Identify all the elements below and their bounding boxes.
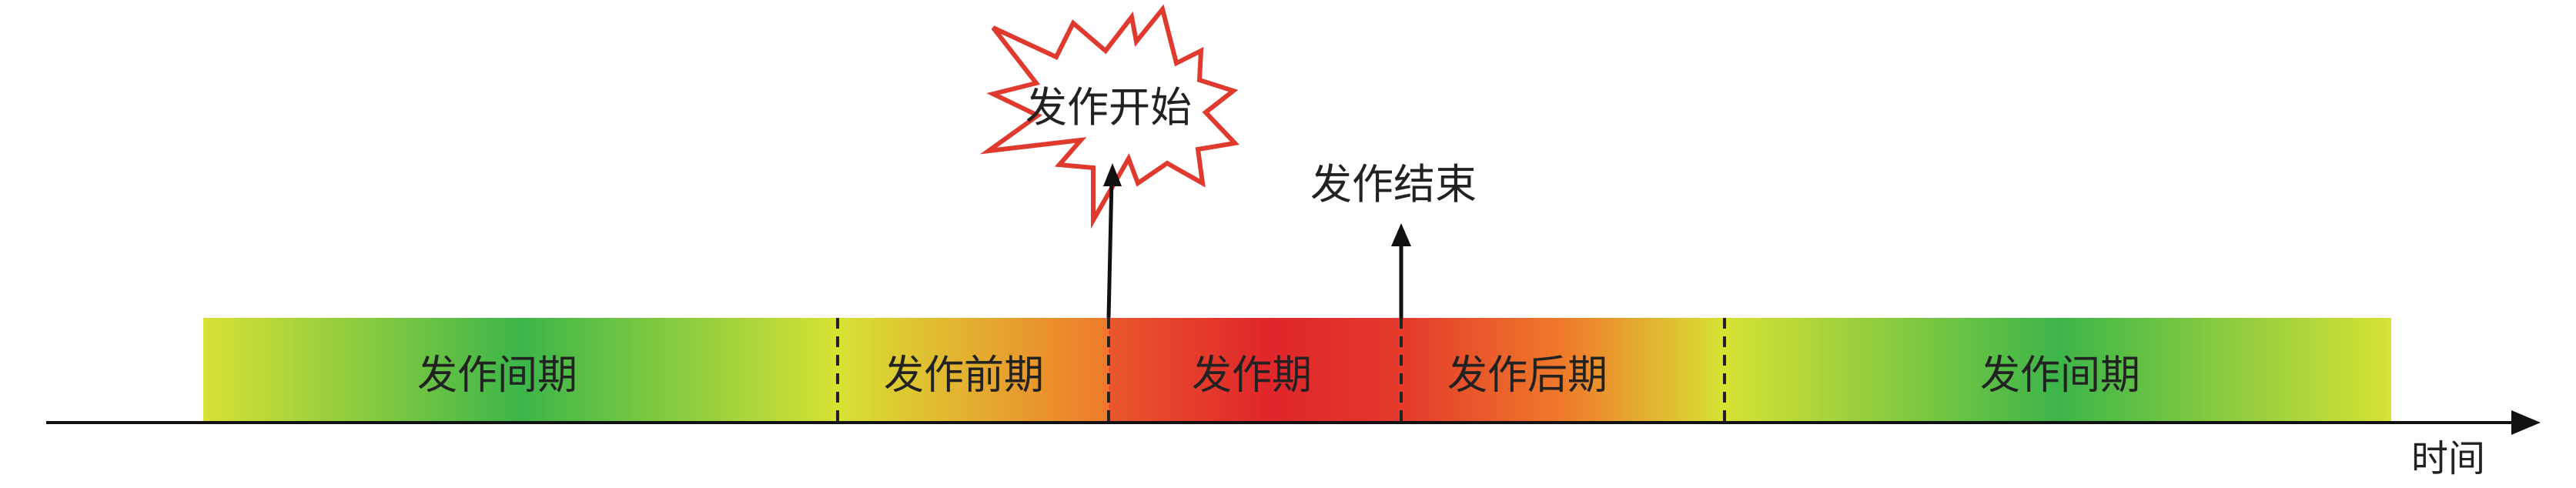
phase-label-ictal: 发作期 (1192, 353, 1312, 399)
onset-event-label: 发作开始 (1025, 83, 1192, 132)
end-event-label: 发作结束 (1310, 160, 1477, 209)
onset-arrow-head (1103, 163, 1122, 186)
phase-band-interictal-left (203, 318, 838, 423)
phase-label-postictal: 发作后期 (1447, 353, 1607, 399)
phase-label-preictal: 发作前期 (884, 353, 1044, 399)
time-axis-label: 时间 (2411, 437, 2485, 480)
onset-burst-icon (979, 4, 1240, 229)
end-arrow-head (1391, 223, 1411, 246)
phase-band-interictal-right (1725, 318, 2391, 423)
phase-band-preictal (838, 318, 1109, 423)
onset-arrow-shaft (1106, 178, 1114, 319)
phase-band-postictal (1401, 318, 1725, 423)
time-axis-arrowhead (2511, 410, 2541, 435)
phase-label-interictal-right: 发作间期 (1980, 353, 2140, 399)
phase-label-interictal-left: 发作间期 (417, 353, 577, 399)
phase-band-ictal (1109, 318, 1401, 423)
